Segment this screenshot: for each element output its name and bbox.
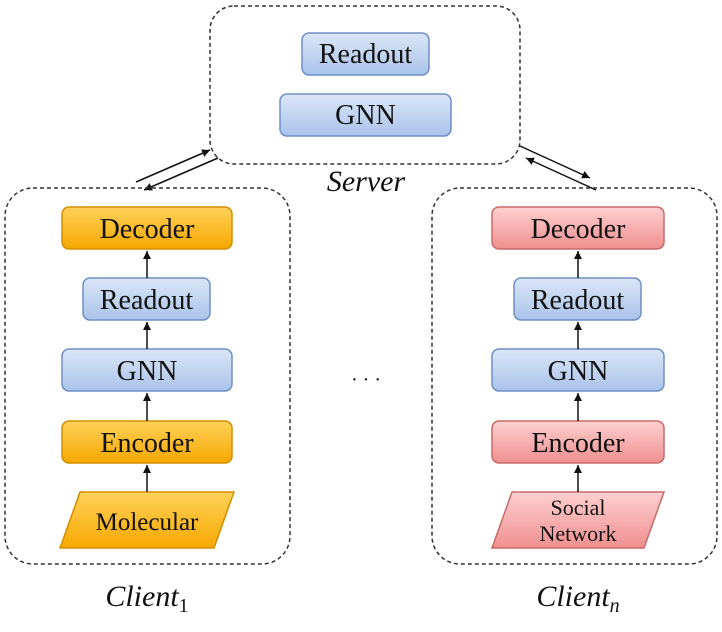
client1-server-link <box>135 149 219 191</box>
clientn-caption-sub: n <box>610 595 620 617</box>
clientn-readout-label: Readout <box>531 285 625 316</box>
client1-readout-block: Readout <box>82 277 211 321</box>
client1-caption: Client1 <box>105 580 188 617</box>
client1-caption-sub: 1 <box>179 595 189 617</box>
client1-encoder-block: Encoder <box>61 420 233 464</box>
clientn-container <box>431 187 718 565</box>
client1-container <box>4 187 291 565</box>
server-caption: Server <box>327 165 406 198</box>
clientn-encoder-label: Encoder <box>531 428 625 459</box>
clientn-encoder-block: Encoder <box>491 420 665 464</box>
clientn-gnn-block: GNN <box>491 348 665 392</box>
client1-caption-base: Client <box>105 580 179 613</box>
clientn-group: Decoder Readout GNN Encoder Social Netwo… <box>431 187 718 617</box>
server-readout-block: Readout <box>301 32 430 76</box>
client1-readout-label: Readout <box>100 285 194 316</box>
client1-input-label: Molecular <box>96 509 199 536</box>
client1-group: Decoder Readout GNN Encoder Molecular Cl… <box>4 187 291 617</box>
clientn-decoder-block: Decoder <box>491 206 665 250</box>
client1-decoder-block: Decoder <box>61 206 233 250</box>
client1-decoder-label: Decoder <box>100 214 196 245</box>
clientn-input-block: Social Network <box>490 491 666 549</box>
clientn-input-label-line1: Social <box>551 495 606 520</box>
server-container <box>209 5 521 165</box>
client1-input-block: Molecular <box>58 491 236 549</box>
server-readout-label: Readout <box>319 39 413 70</box>
client1-gnn-block: GNN <box>61 348 233 392</box>
clientn-server-link <box>519 145 597 191</box>
server-gnn-label: GNN <box>335 100 396 131</box>
clientn-caption: Clientn <box>536 580 619 617</box>
client1-encoder-label: Encoder <box>100 428 194 459</box>
clientn-readout-block: Readout <box>513 277 642 321</box>
server-gnn-block: GNN <box>279 93 452 137</box>
clientn-caption-base: Client <box>536 580 610 613</box>
clientn-input-label-line2: Network <box>540 521 617 546</box>
clientn-decoder-label: Decoder <box>531 214 627 245</box>
ellipsis: · · · <box>351 369 381 391</box>
clientn-gnn-label: GNN <box>548 356 609 387</box>
server-group: Readout GNN Server <box>209 5 521 198</box>
client1-gnn-label: GNN <box>117 356 178 387</box>
